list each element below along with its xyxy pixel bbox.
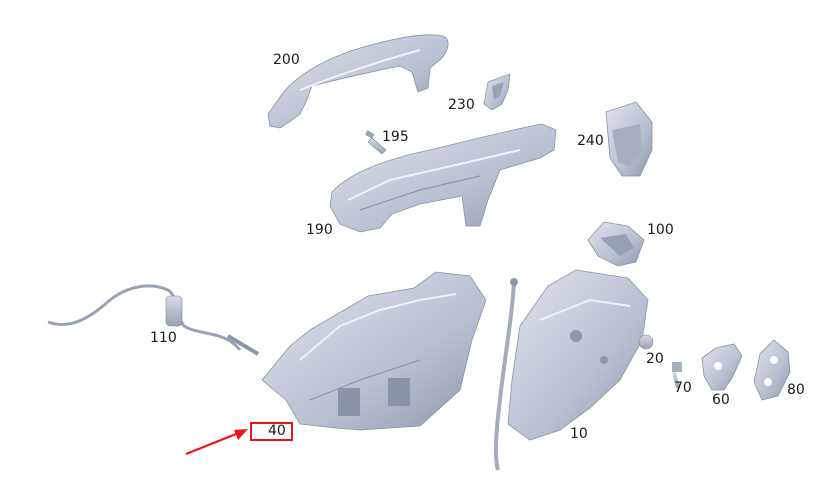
part-100-bracket	[587, 221, 645, 267]
part-cable-bowden	[493, 278, 518, 471]
callout-240: 240	[577, 133, 604, 149]
part-195-screw	[365, 130, 387, 155]
part-40-lock-frame	[261, 271, 487, 431]
callout-230: 230	[448, 97, 475, 113]
part-230-clip	[483, 73, 511, 111]
callout-80: 80	[787, 382, 805, 398]
callout-110: 110	[150, 330, 177, 346]
callout-70: 70	[674, 380, 692, 396]
part-20-knob	[638, 334, 654, 350]
part-110-cable	[47, 284, 260, 356]
callout-10: 10	[570, 426, 588, 442]
callout-20: 20	[646, 351, 664, 367]
callout-40: 40	[268, 423, 286, 439]
part-10-lock-body	[507, 269, 649, 441]
callout-190: 190	[306, 222, 333, 238]
part-190-handle-carrier	[329, 123, 557, 233]
part-60-latch	[701, 343, 743, 391]
part-200-door-handle	[267, 34, 449, 129]
part-240-bracket	[605, 101, 653, 177]
part-80-plate	[753, 339, 791, 401]
callout-60: 60	[712, 392, 730, 408]
callout-200: 200	[273, 52, 300, 68]
highlight-arrow	[185, 429, 248, 456]
callout-40-highlight-box	[250, 422, 293, 441]
callout-100: 100	[647, 222, 674, 238]
callout-195: 195	[382, 129, 409, 145]
part-70-bolt	[672, 362, 682, 388]
